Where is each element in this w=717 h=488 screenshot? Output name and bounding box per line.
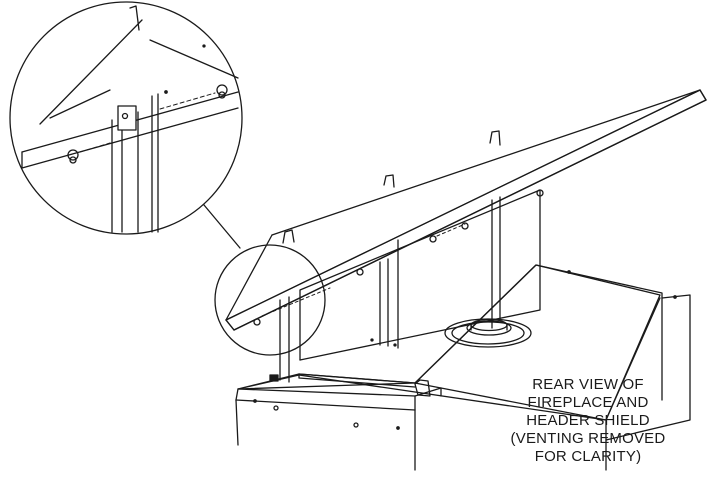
caption-line-3: HEADER SHIELD xyxy=(526,412,650,429)
caption-line-4: (VENTING REMOVED xyxy=(510,430,666,447)
fireplace-body xyxy=(235,264,691,471)
caption-line-2: FIREPLACE AND xyxy=(527,394,649,411)
header-shield xyxy=(225,89,707,383)
view-caption: REAR VIEW OF FIREPLACE AND HEADER SHIELD… xyxy=(503,376,673,466)
detail-magnifier xyxy=(9,1,326,356)
caption-line-5: FOR CLARITY) xyxy=(534,448,642,465)
caption-line-1: REAR VIEW OF xyxy=(532,376,644,393)
